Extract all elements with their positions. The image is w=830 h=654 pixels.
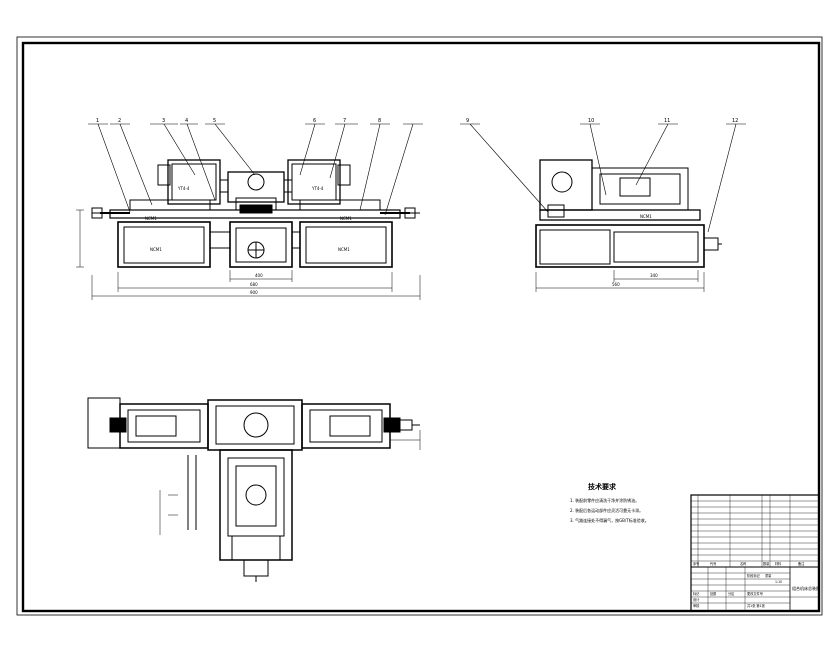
side-dim-overall: 560 [612, 282, 620, 287]
title-block-header: 代号 [710, 561, 716, 566]
front-balloon: 1 [96, 118, 99, 124]
stage-label: 阶段标记 [747, 573, 761, 578]
sign-label: 标记 [693, 591, 700, 596]
front-balloon: 3 [162, 118, 165, 124]
front-balloon: 7 [343, 118, 346, 124]
tech-requirements-title: 技术要求 [588, 482, 617, 491]
cabinet-right-label: NCM1 [338, 247, 350, 252]
tech-requirement-line: 2. 装配后各运动部件应灵活可靠无卡滞。 [570, 507, 643, 513]
sign-label: 更改文件号 [747, 591, 763, 596]
front-dim-overall: 900 [250, 290, 258, 295]
top-left-module [119, 403, 209, 449]
base-right-label: NCM1 [340, 216, 352, 221]
front-dim-inner: 680 [250, 282, 258, 287]
tech-requirement-line: 3. 气路连接处不得漏气，按GB/T标准验收。 [570, 517, 649, 523]
side-dimension-lines [535, 270, 705, 292]
side-dim-inner: 340 [650, 273, 658, 278]
front-view [76, 123, 423, 300]
stage-label: 重量 [765, 573, 772, 578]
front-left-motor [167, 159, 221, 205]
front-balloon: 2 [118, 118, 121, 124]
sign-label: 分区 [728, 591, 735, 596]
side-balloon: 12 [732, 118, 738, 124]
title-block-text: 序号 代号 名称 数量 材料 备注 标记 处数 分区 更改文件号 设计 审核 阶… [693, 561, 820, 608]
top-dimension-lines [159, 430, 421, 535]
side-upper-housing [539, 159, 593, 211]
title-block-header: 数量 [763, 561, 770, 566]
outer-border [16, 36, 823, 616]
front-right-motor [287, 159, 341, 205]
front-balloon: 8 [378, 118, 381, 124]
side-balloon: 10 [588, 118, 594, 124]
front-balloon: 6 [313, 118, 316, 124]
front-dim-center: 400 [255, 273, 263, 278]
title-block [690, 494, 820, 612]
sign-label: 处数 [710, 591, 717, 596]
role-label: 审核 [693, 603, 700, 608]
sheet-count: 共1张 第1张 [747, 603, 766, 608]
tech-requirement-line: 1. 装配前零件应清洗干净并涂防锈油。 [570, 497, 639, 503]
role-label: 设计 [693, 597, 700, 602]
front-balloon: 5 [213, 118, 216, 124]
top-center-module [207, 399, 303, 451]
cabinet-left-label: NCM1 [150, 247, 162, 252]
top-right-module [301, 403, 391, 449]
inner-frame [21, 41, 821, 613]
title-block-header: 材料 [775, 561, 782, 566]
base-left-label: NCM1 [145, 216, 157, 221]
top-view [87, 397, 421, 582]
title-block-header: 备注 [798, 561, 805, 566]
side-balloon: 9 [466, 118, 469, 124]
front-center-column [229, 221, 293, 268]
front-balloon: 4 [185, 118, 188, 124]
scale-value: 1:10 [775, 580, 782, 584]
front-balloon-labels: 1 2 3 4 5 6 7 8 [96, 118, 381, 124]
drawing-name: 组合机床总装图 [792, 585, 820, 591]
front-left-cabinet [117, 221, 211, 268]
side-lower-cabinet [535, 224, 705, 268]
title-block-header: 序号 [693, 561, 699, 566]
motor-right-label: YT4-4 [311, 186, 324, 191]
motor-left-label: YT4-4 [177, 186, 190, 191]
front-dimension-lines [76, 209, 421, 300]
side-leader-lines [460, 123, 746, 233]
side-base-label: NCM1 [640, 214, 652, 219]
tech-requirements: 技术要求 1. 装配前零件应清洗干净并涂防锈油。 2. 装配后各运动部件应灵活可… [570, 482, 649, 523]
side-balloon: 11 [664, 118, 670, 124]
front-right-cabinet [299, 221, 393, 268]
front-leader-lines [88, 123, 423, 216]
side-view [460, 123, 746, 292]
title-block-header: 名称 [740, 561, 747, 566]
